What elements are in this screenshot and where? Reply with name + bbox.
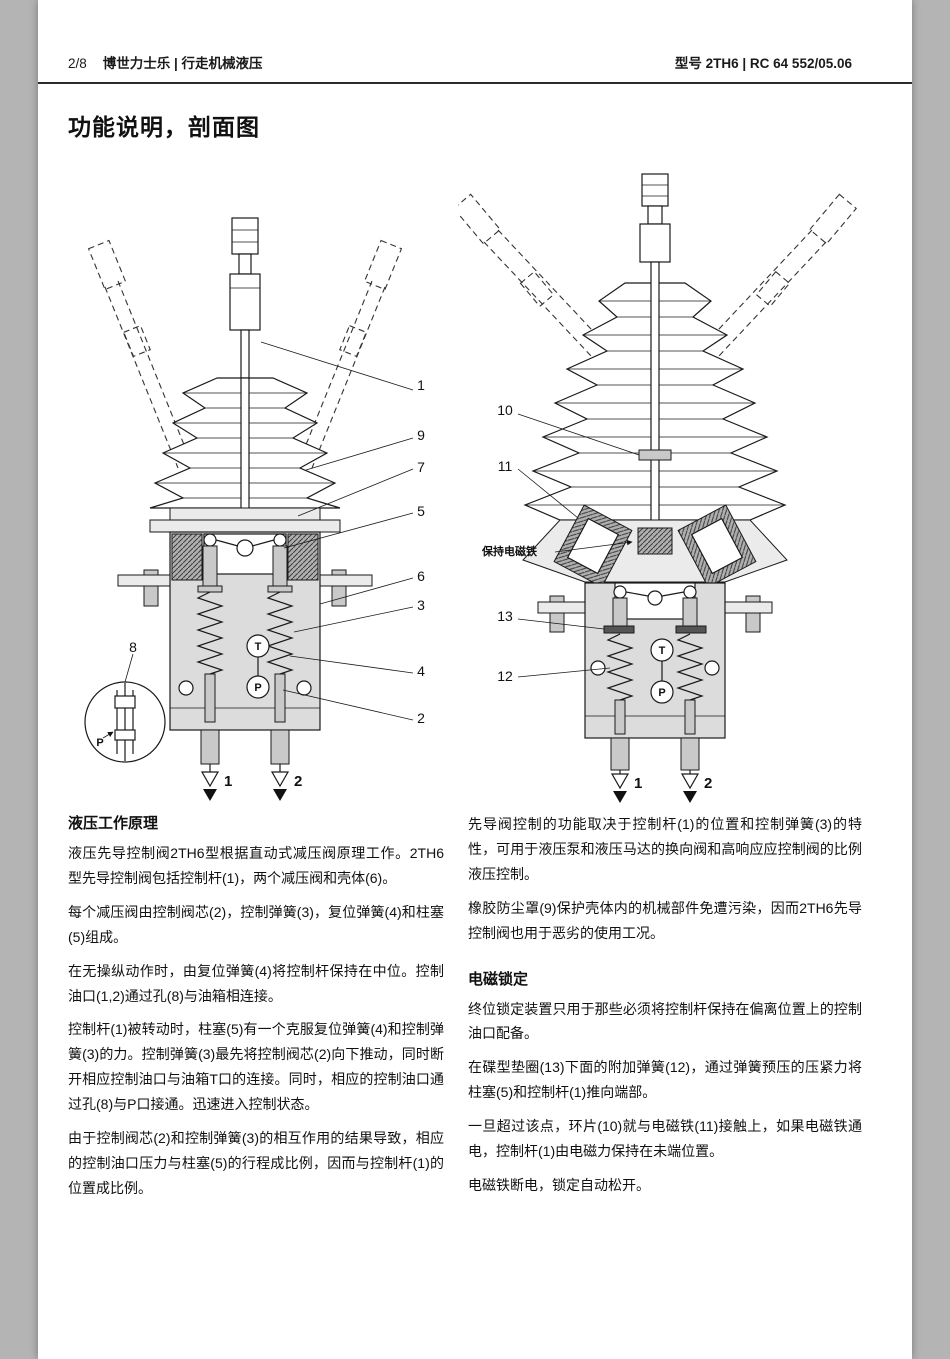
valve-housing <box>117 507 373 731</box>
paragraph: 每个减压阀由控制阀芯(2)，控制弹簧(3)，复位弹簧(4)和柱塞(5)组成。 <box>68 903 444 945</box>
callout-4: 4 <box>417 663 425 679</box>
port2-number: 2 <box>704 775 712 792</box>
control-ports: 1 2 <box>610 737 712 803</box>
disc-washer-right <box>675 625 707 634</box>
control-lever <box>639 173 671 263</box>
callout-3: 3 <box>417 597 425 613</box>
page-header: 2/8 博世力士乐 | 行走机械液压 型号 2TH6 | RC 64 552/0… <box>38 0 912 84</box>
internal-mechanism: T P <box>196 533 294 723</box>
port1-symbol-icon <box>610 773 630 790</box>
ring-disc <box>638 449 672 461</box>
heading-solenoid-lock: 电磁锁定 <box>468 970 529 988</box>
callout-13: 13 <box>497 608 513 624</box>
document-page: 2/8 博世力士乐 | 行走机械液压 型号 2TH6 | RC 64 552/0… <box>38 0 912 1359</box>
paragraph: 控制杆(1)被转动时，柱塞(5)有一个克服复位弹簧(4)和控制弹簧(3)的力。控… <box>68 1021 444 1113</box>
holding-magnet <box>637 527 673 555</box>
paragraph: 液压先导控制阀2TH6型根据直动式减压阀原理工作。2TH6型先导控制阀包括控制杆… <box>68 845 444 886</box>
paragraph: 电磁铁断电，锁定自动松开。 <box>468 1176 650 1193</box>
label-p: P <box>658 687 665 699</box>
tilted-handle-positions <box>87 239 403 469</box>
pilot-valve-lock-drawing: T P 1 2 <box>458 173 857 803</box>
callout-9: 9 <box>417 427 425 443</box>
header-left: 2/8 博世力士乐 | 行走机械液压 <box>68 52 263 72</box>
paragraph: 一旦超过该点，环片(10)就与电磁铁(11)接触上，如果电磁铁通电，控制杆(1)… <box>468 1118 862 1160</box>
column-solenoid-lock: 先导阀控制的功能取决于控制杆(1)的位置和控制弹簧(3)的特性，可用于液压泵和液… <box>468 812 862 1207</box>
valve-housing <box>537 582 773 739</box>
leader-lines <box>517 413 640 678</box>
port1-symbol-icon <box>200 771 220 788</box>
port2-number: 2 <box>294 773 302 790</box>
port-p-symbol <box>246 675 270 699</box>
disc-washer-left <box>603 625 635 634</box>
solenoids <box>553 504 757 588</box>
port2-symbol-icon <box>680 773 700 790</box>
callout-12: 12 <box>497 668 513 684</box>
callout-6: 6 <box>417 568 425 584</box>
paragraph: 在碟型垫圈(13)下面的附加弹簧(12)，通过弹簧预压的压紧力将柱塞(5)和控制… <box>468 1059 862 1101</box>
figure-pilot-valve-basic: T P 1 2 <box>58 168 448 813</box>
callout-10: 10 <box>497 402 513 418</box>
callout-1: 1 <box>417 377 425 393</box>
detail-p-label: P <box>96 737 103 749</box>
holding-solenoid-label: 保持电磁铁 <box>482 546 537 558</box>
label-t: T <box>659 645 666 657</box>
callout-8: 8 <box>129 639 137 655</box>
figure-pilot-valve-solenoid-lock: T P 1 2 <box>458 168 888 813</box>
label-p: P <box>254 682 261 694</box>
header-brand: 博世力士乐 | 行走机械液压 <box>102 56 263 71</box>
paragraph: 终位锁定装置只用于那些必须将控制杆保持在偏离位置上的控制油口配备。 <box>468 1000 862 1042</box>
port2-symbol-icon <box>270 771 290 788</box>
column-hydraulic-principle: 液压工作原理 液压先导控制阀2TH6型根据直动式减压阀原理工作。2TH6型先导控… <box>68 812 444 1210</box>
page-title: 功能说明，剖面图 <box>68 114 260 140</box>
port-p-symbol <box>650 680 674 704</box>
rubber-boot <box>149 377 341 511</box>
port1-number: 1 <box>224 773 232 790</box>
callout-7: 7 <box>417 459 425 475</box>
header-doc-code: 型号 2TH6 | RC 64 552/05.06 <box>674 56 852 71</box>
internal-mechanism: T P <box>603 585 707 735</box>
leader-lines <box>124 341 414 721</box>
paragraph: 先导阀控制的功能取决于控制杆(1)的位置和控制弹簧(3)的特性，可用于液压泵和液… <box>468 816 862 882</box>
port-t-symbol <box>650 638 674 662</box>
pilot-valve-drawing: T P 1 2 <box>84 217 414 801</box>
control-lever <box>229 217 261 381</box>
paragraph: 由于控制阀芯(2)和控制弹簧(3)的相互作用的结果导致，相应的控制油口压力与柱塞… <box>68 1130 444 1196</box>
paragraph: 在无操纵动作时，由复位弹簧(4)将控制杆保持在中位。控制油口(1,2)通过孔(8… <box>68 962 444 1004</box>
detail-view-bore: P <box>84 681 166 763</box>
callout-11: 11 <box>497 458 513 474</box>
page-number: 2/8 <box>68 56 87 71</box>
port1-number: 1 <box>634 775 642 792</box>
control-ports: 1 2 <box>200 729 302 801</box>
heading-hydraulic-principle: 液压工作原理 <box>68 815 159 832</box>
callout-5: 5 <box>417 503 425 519</box>
callout-2: 2 <box>417 710 425 726</box>
port-t-symbol <box>246 634 270 658</box>
paragraph: 橡胶防尘罩(9)保护壳体内的机械部件免遭污染，因而2TH6先导控制阀也用于恶劣的… <box>468 899 862 941</box>
label-t: T <box>255 641 262 653</box>
